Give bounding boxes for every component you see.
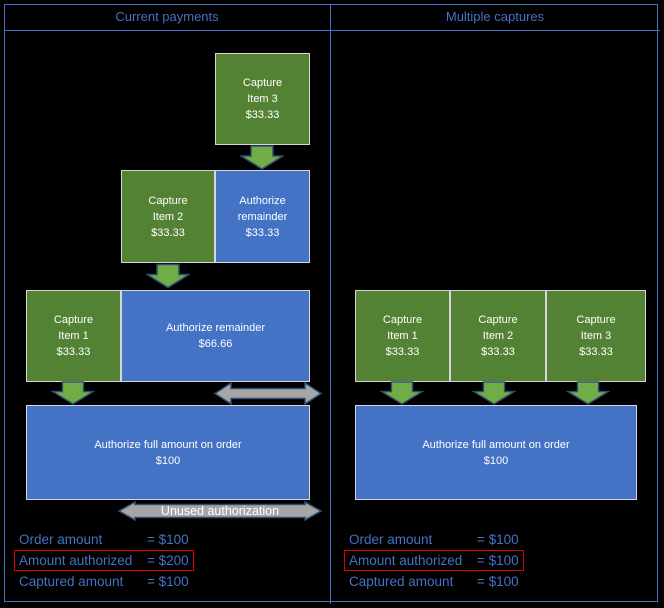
stat-value: = $100 xyxy=(477,574,519,589)
double-arrow-icon xyxy=(214,381,322,406)
unused-authorization-label: Unused authorization xyxy=(160,504,280,518)
box-line: Authorize xyxy=(239,194,286,207)
box-line: Capture xyxy=(478,314,518,326)
stat-value: = $100 xyxy=(147,532,189,547)
left-capture-item-3-box: Capture Item 3 $33.33 xyxy=(215,53,310,145)
left-panel-title: Current payments xyxy=(115,9,219,24)
box-line: $100 xyxy=(155,454,181,467)
stat-label: Order amount xyxy=(19,532,103,547)
stat-value: = $100 xyxy=(477,553,519,568)
stat-row-captured-amount: Captured amount = $100 xyxy=(14,571,194,592)
box-line: Capture xyxy=(242,77,283,89)
box-line: remainder xyxy=(237,210,288,223)
box-line: Item 2 xyxy=(482,330,514,342)
box-line: Capture xyxy=(53,314,94,326)
box-line: $33.33 xyxy=(245,109,280,121)
box-line: $33.33 xyxy=(151,226,185,239)
box-line: Item 3 xyxy=(247,93,278,105)
right-panel-title: Multiple captures xyxy=(445,9,545,24)
header-divider xyxy=(4,30,660,31)
right-authorize-full-box: Authorize full amount on order $100 xyxy=(355,405,637,500)
down-arrow-icon xyxy=(472,381,516,405)
down-arrow-icon xyxy=(566,381,610,405)
box-line: Authorize full amount on order xyxy=(422,438,570,451)
box-line: Capture xyxy=(382,314,423,326)
box-line: Item 3 xyxy=(580,330,612,342)
box-line: $33.33 xyxy=(245,226,280,239)
box-line: Capture xyxy=(148,194,188,207)
down-arrow-icon xyxy=(146,263,190,289)
right-stats: Order amount = $100 Amount authorized = … xyxy=(344,529,524,592)
stat-value: = $100 xyxy=(477,532,519,547)
stat-row-amount-authorized-highlighted: Amount authorized = $200 xyxy=(14,550,194,571)
stat-label: Captured amount xyxy=(349,574,454,589)
box-line: Item 1 xyxy=(387,330,418,342)
right-capture-item-2-box: Capture Item 2 $33.33 xyxy=(450,290,546,382)
stat-row-order-amount: Order amount = $100 xyxy=(344,529,524,550)
stat-value: = $200 xyxy=(147,553,189,568)
box-line: $66.66 xyxy=(198,338,233,350)
box-line: Item 1 xyxy=(58,330,89,342)
stat-row-order-amount: Order amount = $100 xyxy=(14,529,194,550)
box-line: Capture xyxy=(576,314,616,326)
left-authorize-full-box: Authorize full amount on order $100 xyxy=(26,405,310,500)
down-arrow-icon xyxy=(240,145,284,170)
stat-label: Captured amount xyxy=(19,574,124,589)
left-authorize-remainder-small-box: Authorize remainder $33.33 xyxy=(215,170,310,263)
left-stats: Order amount = $100 Amount authorized = … xyxy=(14,529,194,592)
box-line: $100 xyxy=(483,454,509,467)
box-line: Item 2 xyxy=(152,210,184,223)
stat-row-captured-amount: Captured amount = $100 xyxy=(344,571,524,592)
unused-authorization-arrow: Unused authorization xyxy=(118,500,322,522)
box-line: $33.33 xyxy=(385,346,420,358)
stat-label: Amount authorized xyxy=(349,553,463,568)
stat-value: = $100 xyxy=(147,574,189,589)
box-line: Authorize remainder xyxy=(165,322,266,334)
stat-label: Order amount xyxy=(349,532,433,547)
box-line: $33.33 xyxy=(56,346,91,358)
down-arrow-icon xyxy=(380,381,424,405)
right-capture-item-3-box: Capture Item 3 $33.33 xyxy=(546,290,646,382)
box-line: $33.33 xyxy=(579,346,613,358)
stat-row-amount-authorized-highlighted: Amount authorized = $100 xyxy=(344,550,524,571)
left-capture-item-2-box: Capture Item 2 $33.33 xyxy=(121,170,215,263)
left-authorize-remainder-large-box: Authorize remainder $66.66 xyxy=(121,290,310,382)
left-capture-item-1-box: Capture Item 1 $33.33 xyxy=(26,290,121,382)
down-arrow-icon xyxy=(51,381,95,405)
outer-border xyxy=(4,4,658,602)
box-line: $33.33 xyxy=(481,346,515,358)
double-arrow-icon xyxy=(118,500,322,522)
right-capture-item-1-box: Capture Item 1 $33.33 xyxy=(355,290,450,382)
stat-label: Amount authorized xyxy=(19,553,133,568)
box-line: Authorize full amount on order xyxy=(94,438,242,451)
panel-divider xyxy=(330,4,331,604)
